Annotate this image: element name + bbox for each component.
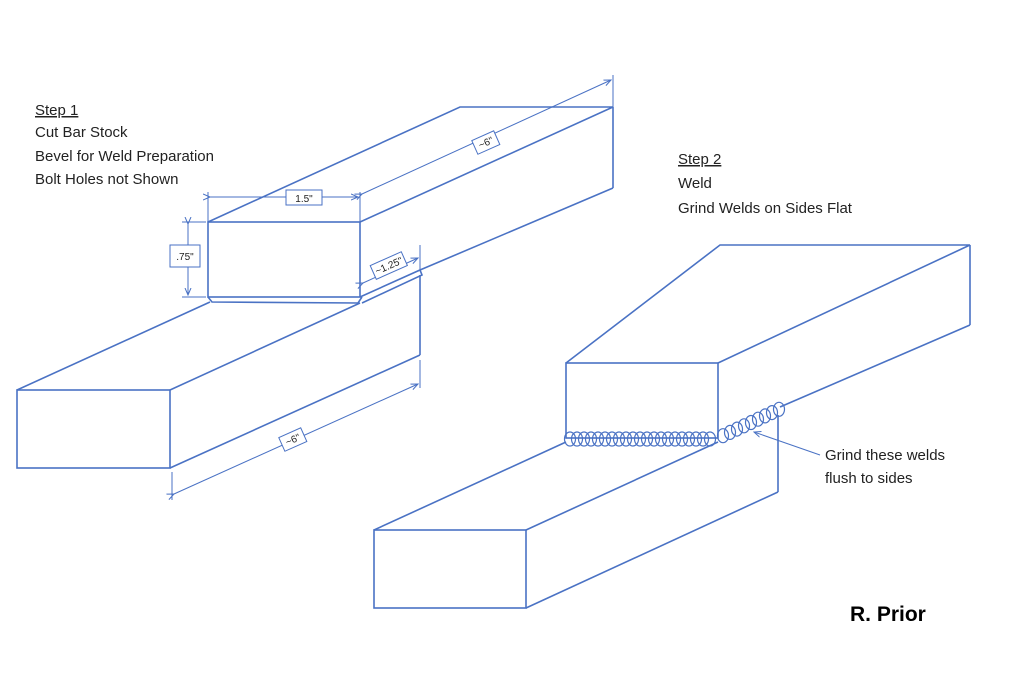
weld-ripple bbox=[772, 401, 786, 417]
weld-ripple bbox=[626, 431, 640, 447]
step1-title: Step 1 bbox=[35, 102, 78, 119]
step1-line: Bevel for Weld Preparation bbox=[35, 148, 214, 165]
weld-ripple bbox=[675, 431, 689, 447]
weld-ripple bbox=[584, 431, 598, 447]
weld-ripple bbox=[689, 431, 703, 447]
weld-ripple bbox=[737, 418, 751, 434]
dimension-width: 1.5" bbox=[208, 189, 361, 222]
dimension-height: .75" bbox=[169, 222, 206, 298]
dimension-top-length: ~6" bbox=[362, 75, 614, 194]
weld-ripple bbox=[647, 431, 661, 447]
weld-ripple bbox=[612, 431, 626, 447]
weld-ripple bbox=[703, 431, 717, 447]
step1-line: Cut Bar Stock bbox=[35, 124, 128, 141]
step2-title: Step 2 bbox=[678, 151, 721, 168]
weld-ripple bbox=[577, 431, 591, 447]
weld-ripple bbox=[619, 431, 633, 447]
weld-ripple bbox=[716, 428, 730, 444]
weld-ripple bbox=[682, 431, 696, 447]
callout-line: flush to sides bbox=[825, 470, 913, 487]
step2-line: Weld bbox=[678, 175, 712, 192]
weld-ripple bbox=[654, 431, 668, 447]
step2-upper-bar bbox=[565, 244, 971, 439]
dimension-bottom-length: ~6" bbox=[172, 360, 421, 500]
step1-upper-bar bbox=[207, 106, 614, 304]
weld-ripple bbox=[744, 414, 758, 431]
step1-lower-bar bbox=[16, 275, 421, 469]
weld-ripple bbox=[605, 431, 619, 447]
weld-ripple bbox=[723, 424, 737, 440]
weld-ripple bbox=[730, 421, 744, 437]
weld-ripple bbox=[751, 411, 765, 427]
step2-notes: Step 2 Weld Grind Welds on Sides Flat bbox=[678, 151, 853, 217]
weld-ripple bbox=[765, 405, 779, 421]
dimension-label: .75" bbox=[176, 252, 194, 263]
grind-callout: Grind these welds flush to sides bbox=[754, 432, 945, 487]
callout-line: Grind these welds bbox=[825, 447, 945, 464]
author-signature: R. Prior bbox=[850, 603, 926, 626]
weld-bead bbox=[563, 401, 786, 447]
step1-notes: Step 1 Cut Bar Stock Bevel for Weld Prep… bbox=[35, 102, 214, 188]
weld-ripple bbox=[758, 408, 772, 424]
step2-lower-bar bbox=[373, 415, 779, 609]
weld-ripple bbox=[661, 431, 675, 447]
step1-line: Bolt Holes not Shown bbox=[35, 171, 178, 188]
weld-ripple bbox=[640, 431, 654, 447]
weld-ripple bbox=[570, 431, 584, 447]
weld-ripple bbox=[696, 431, 710, 447]
callout-arrow bbox=[754, 432, 821, 456]
weld-ripple bbox=[668, 431, 682, 447]
step2-line: Grind Welds on Sides Flat bbox=[678, 200, 853, 217]
dimension-label: 1.5" bbox=[295, 194, 313, 205]
dimension-overlap: ~1.25" bbox=[363, 245, 421, 283]
weld-ripple bbox=[598, 431, 612, 447]
weld-ripple bbox=[563, 431, 577, 447]
weld-ripple bbox=[633, 431, 647, 447]
weld-ripple bbox=[591, 431, 605, 447]
